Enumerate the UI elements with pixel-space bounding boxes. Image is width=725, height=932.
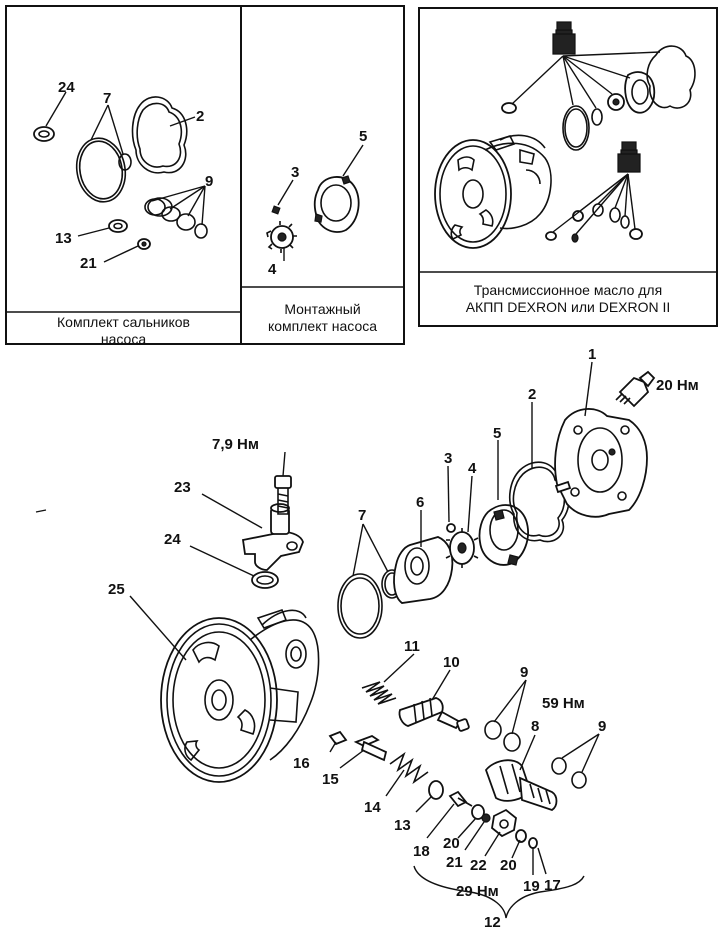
mount-kit-parts <box>266 144 364 261</box>
mount-label-5: 5 <box>359 128 367 145</box>
main-label-5: 5 <box>493 425 501 442</box>
main-label-12: 12 <box>484 914 501 931</box>
main-label-2: 2 <box>528 386 536 403</box>
torque-59nm: 59 Нм <box>542 695 585 712</box>
mount-kit-panel <box>240 5 405 345</box>
main-label-8: 8 <box>531 718 539 735</box>
main-exploded-parts <box>35 361 656 919</box>
fluid-panel-parts <box>434 21 696 249</box>
main-label-19: 19 <box>523 878 540 895</box>
main-label-6: 6 <box>416 494 424 511</box>
torque-7-9nm: 7,9 Нм <box>212 436 259 453</box>
torque-labels: 20 Нм 7,9 Нм 59 Нм 29 Нм <box>212 377 699 900</box>
main-label-23: 23 <box>174 479 191 496</box>
main-label-24: 24 <box>164 531 181 548</box>
main-label-16: 16 <box>293 755 310 772</box>
seal-kit-parts <box>33 91 208 263</box>
seal-kit-caption-line1: Комплект сальников <box>57 314 190 330</box>
main-label-18: 18 <box>413 843 430 860</box>
main-label-9a: 9 <box>520 664 528 681</box>
main-label-20b: 20 <box>500 857 517 874</box>
main-label-22: 22 <box>470 857 487 874</box>
seal-kit-caption-line2: насоса <box>100 331 147 347</box>
seal-kit-labels: 24 7 2 9 13 21 <box>55 79 213 272</box>
main-label-9b: 9 <box>598 718 606 735</box>
torque-20nm: 20 Нм <box>656 377 699 394</box>
mount-kit-caption-line1: Монтажный <box>284 301 361 317</box>
main-label-15: 15 <box>322 771 339 788</box>
mount-label-3: 3 <box>291 164 299 181</box>
main-label-17: 17 <box>544 877 561 894</box>
mount-kit-caption: Монтажный комплект насоса <box>243 301 402 335</box>
main-label-10: 10 <box>443 654 460 671</box>
seal-label-21: 21 <box>80 255 97 272</box>
main-label-25: 25 <box>108 581 125 598</box>
seal-label-24: 24 <box>58 79 75 96</box>
seal-label-13: 13 <box>55 230 72 247</box>
main-label-4: 4 <box>468 460 477 477</box>
fluid-caption-line2: АКПП DEXRON или DEXRON II <box>465 299 671 315</box>
main-label-21: 21 <box>446 854 463 871</box>
mount-kit-caption-line2: комплект насоса <box>267 318 378 334</box>
seal-label-7: 7 <box>103 90 111 107</box>
torque-29nm: 29 Нм <box>456 883 499 900</box>
mount-label-4: 4 <box>268 261 277 278</box>
main-labels: 1 2 3 4 5 6 7 23 24 25 11 10 9 8 9 16 15… <box>108 346 606 931</box>
main-label-20a: 20 <box>443 835 460 852</box>
fluid-caption-line1: Трансмиссионное масло для <box>473 282 663 298</box>
main-label-11: 11 <box>404 638 420 655</box>
seal-label-2: 2 <box>196 108 204 125</box>
seal-kit-caption: Комплект сальников насоса <box>8 314 239 348</box>
mount-kit-labels: 5 3 4 <box>268 128 367 278</box>
main-label-13: 13 <box>394 817 411 834</box>
fluid-caption: Трансмиссионное масло для АКПП DEXRON ил… <box>421 282 715 316</box>
fluid-panel <box>418 7 718 327</box>
main-label-1: 1 <box>588 346 596 363</box>
main-label-3: 3 <box>444 450 452 467</box>
main-label-14: 14 <box>364 799 381 816</box>
main-label-7: 7 <box>358 507 366 524</box>
seal-label-9: 9 <box>205 173 213 190</box>
